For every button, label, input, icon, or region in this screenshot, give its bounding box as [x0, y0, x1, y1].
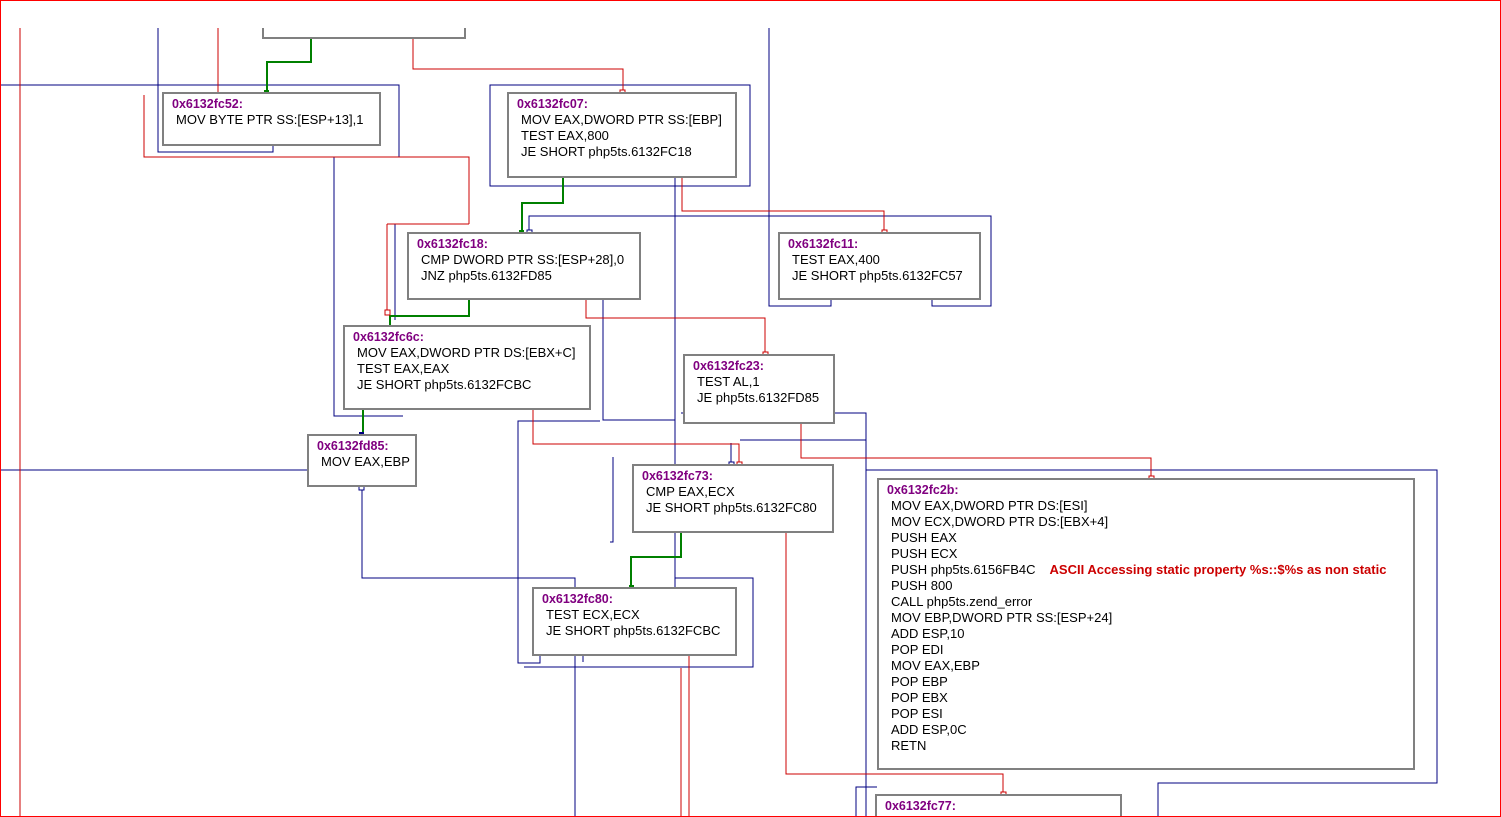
edge-navy-17 — [866, 469, 1438, 817]
edge-navy-3 — [157, 95, 274, 153]
block-address: 0x6132fc6c: — [353, 330, 424, 344]
instruction-line: ADD ESP,0C — [891, 722, 967, 737]
edge-red-11 — [785, 533, 1004, 794]
edge-red-3 — [143, 95, 470, 224]
instruction-line: RETN — [891, 738, 927, 753]
edge-navy-16 — [524, 533, 754, 668]
block-6132fc80[interactable]: 0x6132fc80: TEST ECX,ECX JE SHORT php5ts… — [532, 587, 737, 656]
edges-true — [266, 38, 682, 587]
edge-navy-4 — [489, 84, 751, 187]
instruction-line: JE php5ts.6132FD85 — [697, 390, 820, 405]
instruction-line: CALL php5ts.zend_error — [891, 594, 1033, 609]
instruction-line: POP ESI — [891, 706, 943, 721]
instruction-line: POP EBP — [891, 674, 948, 689]
ascii-comment: ASCII Accessing static property %s::$%s … — [1049, 562, 1387, 577]
edge-navy-14 — [610, 457, 614, 543]
instruction-line: MOV EAX,EBP — [321, 454, 410, 469]
block-address: 0x6132fc11: — [788, 237, 859, 251]
instruction-line: PUSH EAX — [891, 530, 957, 545]
edge-red-5 — [681, 178, 885, 232]
instruction-line: ADD ESP,10 — [891, 626, 965, 641]
edge-navy-11 — [361, 487, 576, 817]
instruction-line: MOV EAX,DWORD PTR DS:[ESI] — [891, 498, 1088, 513]
block-address: 0x6132fc80: — [542, 592, 613, 606]
instruction-line: TEST EAX,800 — [521, 128, 609, 143]
instruction-line: JE SHORT php5ts.6132FC80 — [646, 500, 817, 515]
block-6132fc52[interactable]: 0x6132fc52: MOV BYTE PTR SS:[ESP+13],1 — [162, 92, 381, 146]
block-address: 0x6132fd85: — [317, 439, 389, 453]
instruction-line: TEST EAX,400 — [792, 252, 880, 267]
edge-green-1 — [266, 38, 312, 92]
edge-red-4 — [412, 38, 624, 92]
edge-navy-18 — [855, 786, 877, 817]
block-6132fc2b[interactable]: 0x6132fc2b: MOV EAX,DWORD PTR DS:[ESI] M… — [877, 478, 1415, 770]
instruction-line: TEST EAX,EAX — [357, 361, 450, 376]
instruction-line: MOV EAX,DWORD PTR DS:[EBX+C] — [357, 345, 576, 360]
edge-green-3 — [389, 300, 470, 325]
block-6132fc77[interactable]: 0x6132fc77: — [875, 794, 1122, 817]
block-address: 0x6132fc07: — [517, 97, 588, 111]
edge-red-9 — [532, 410, 740, 464]
block-address: 0x6132fc52: — [172, 97, 243, 111]
instruction-line: MOV ECX,DWORD PTR DS:[EBX+4] — [891, 514, 1109, 529]
instruction-line: PUSH 800 — [891, 578, 953, 593]
instruction-line: CMP EAX,ECX — [646, 484, 735, 499]
instruction-line: PUSH ECX — [891, 546, 958, 561]
instruction-line: CMP DWORD PTR SS:[ESP+28],0 — [421, 252, 625, 267]
block-6132fc73[interactable]: 0x6132fc73: CMP EAX,ECX JE SHORT php5ts.… — [632, 464, 834, 533]
block-address: 0x6132fc18: — [417, 237, 488, 251]
instruction-line-with-comment: PUSH php5ts.6156FB4C ASCII Accessing stat… — [891, 562, 1407, 578]
instruction-line: MOV EAX,DWORD PTR SS:[EBP] — [521, 112, 722, 127]
instruction-line: JE SHORT php5ts.6132FCBC — [546, 623, 721, 638]
instruction-line: JNZ php5ts.6132FD85 — [421, 268, 552, 283]
instruction-line: MOV EBP,DWORD PTR SS:[ESP+24] — [891, 610, 1113, 625]
instruction-line: JE SHORT php5ts.6132FC57 — [792, 268, 963, 283]
block-6132fd85[interactable]: 0x6132fd85: MOV EAX,EBP — [307, 434, 417, 487]
partial-block-top — [262, 28, 466, 39]
instruction-line: JE SHORT php5ts.6132FCBC — [357, 377, 532, 392]
marker-red-3 — [384, 309, 391, 316]
block-6132fc6c[interactable]: 0x6132fc6c: MOV EAX,DWORD PTR DS:[EBX+C]… — [343, 325, 591, 410]
edge-navy-7 — [528, 215, 992, 307]
edge-navy-9 — [602, 300, 675, 421]
block-address: 0x6132fc73: — [642, 469, 713, 483]
block-address: 0x6132fc77: — [885, 799, 956, 813]
instruction-line: TEST ECX,ECX — [546, 607, 640, 622]
edge-navy-6 — [768, 28, 832, 307]
instruction-line: POP EBX — [891, 690, 948, 705]
block-6132fc23[interactable]: 0x6132fc23: TEST AL,1 JE php5ts.6132FD85 — [683, 354, 835, 424]
block-address: 0x6132fc2b: — [887, 483, 959, 497]
instruction-line: TEST AL,1 — [697, 374, 760, 389]
edge-red-8 — [585, 300, 766, 354]
edge-green-5 — [630, 533, 682, 587]
edge-green-2 — [521, 178, 564, 232]
block-6132fc18[interactable]: 0x6132fc18: CMP DWORD PTR SS:[ESP+28],0 … — [407, 232, 641, 300]
instruction-line: MOV EAX,EBP — [891, 658, 980, 673]
edge-red-10 — [800, 424, 1152, 478]
block-6132fc11[interactable]: 0x6132fc11: TEST EAX,400 JE SHORT php5ts… — [778, 232, 981, 300]
instruction-line: POP EDI — [891, 642, 944, 657]
block-6132fc07[interactable]: 0x6132fc07: MOV EAX,DWORD PTR SS:[EBP] T… — [507, 92, 737, 178]
instruction-text: PUSH php5ts.6156FB4C — [891, 562, 1036, 577]
block-address: 0x6132fc23: — [693, 359, 764, 373]
instruction-line: MOV BYTE PTR SS:[ESP+13],1 — [176, 112, 364, 127]
edges-false — [19, 28, 1152, 817]
instruction-line: JE SHORT php5ts.6132FC18 — [521, 144, 692, 159]
